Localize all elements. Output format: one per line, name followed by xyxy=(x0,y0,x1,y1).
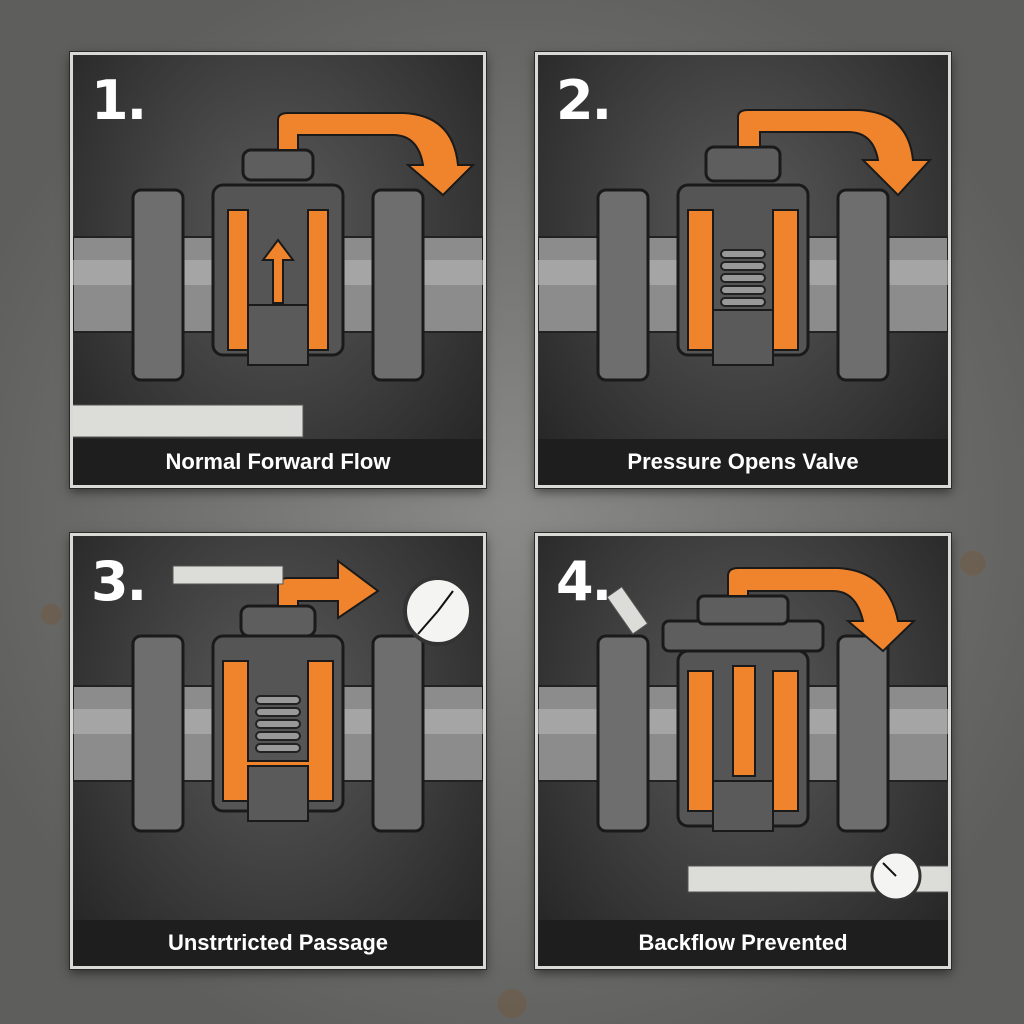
caliper-icon xyxy=(606,586,649,635)
check-valve-diagram xyxy=(73,112,483,438)
panel-step-2: 2. Pressure Opens Valve xyxy=(535,52,951,488)
pressure-gauge-icon xyxy=(403,576,473,646)
curved-flow-arrow-icon xyxy=(277,112,476,197)
gauge-icon xyxy=(870,850,922,902)
panel-caption: Normal Forward Flow xyxy=(73,439,483,485)
step-number: 4. xyxy=(556,550,612,613)
panel-caption: Backflow Prevented xyxy=(538,920,948,966)
step-number: 3. xyxy=(91,550,147,613)
step-number: 2. xyxy=(556,69,612,132)
panel-caption: Unstrtricted Passage xyxy=(73,920,483,966)
check-valve-diagram xyxy=(538,567,948,902)
panel-caption: Pressure Opens Valve xyxy=(538,439,948,485)
spring-icon xyxy=(720,249,766,307)
up-arrow-icon xyxy=(261,238,295,304)
caliper-icon xyxy=(172,565,284,585)
spring-icon xyxy=(255,695,301,753)
check-valve-diagram xyxy=(73,559,483,833)
curved-flow-arrow-icon xyxy=(727,567,917,653)
panel-step-4: 4. Backflow Prevented xyxy=(535,533,951,969)
check-valve-diagram xyxy=(538,109,948,382)
panel-step-1: 1. Normal Forward Flow xyxy=(70,52,486,488)
step-number: 1. xyxy=(91,69,147,132)
ruler-icon xyxy=(73,404,304,438)
panel-step-3: 3. Unstrtricted Passage xyxy=(70,533,486,969)
curved-flow-arrow-icon xyxy=(737,109,933,197)
